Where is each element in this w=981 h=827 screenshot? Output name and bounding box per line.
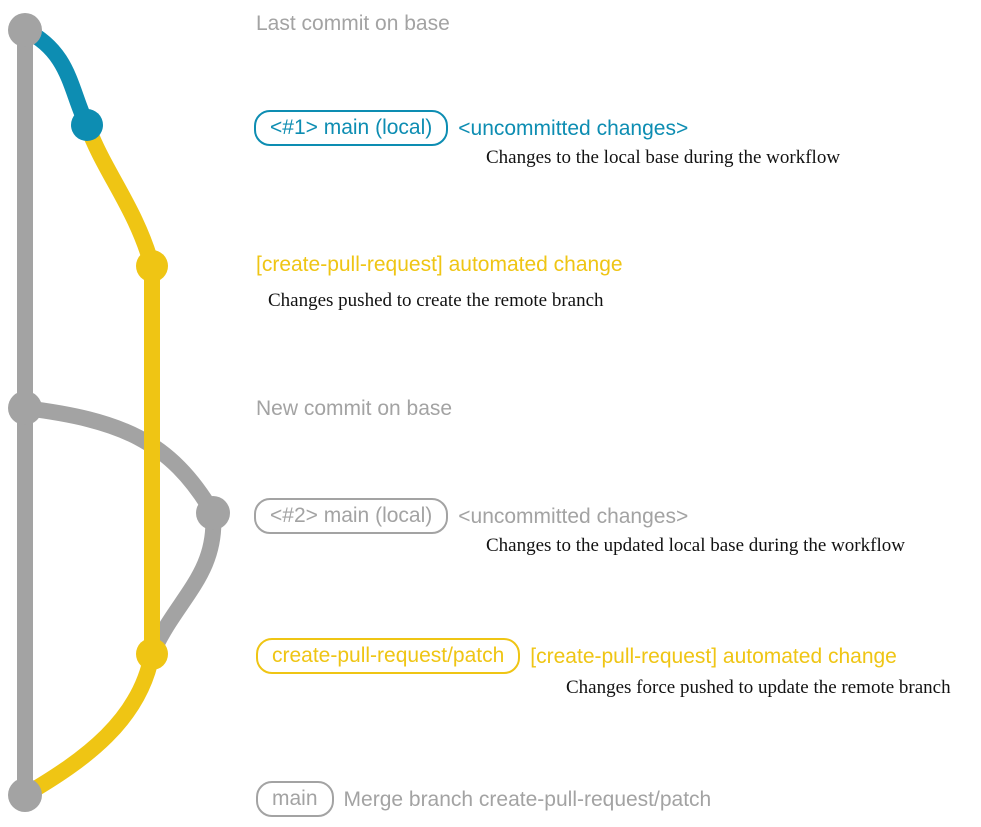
commit-message: Merge branch create-pull-request/patch <box>343 787 712 811</box>
commit-row-patch-1: [create-pull-request] automated change <box>256 254 623 275</box>
commit-note-local-1: Changes to the local base during the wor… <box>486 147 841 168</box>
commit-message: Last commit on base <box>256 12 450 35</box>
commit-message: [create-pull-request] automated change <box>256 253 623 276</box>
commit-message: <uncommitted changes> <box>458 116 689 140</box>
commit-note-local-2: Changes to the updated local base during… <box>486 535 905 556</box>
node-patch-2 <box>136 638 168 670</box>
node-merge <box>8 778 42 812</box>
edge-base-to-rebased-local <box>17 400 221 521</box>
node-local-2 <box>196 496 230 530</box>
node-base-new <box>8 391 42 425</box>
node-patch-1 <box>136 250 168 282</box>
commit-note-patch-2: Changes force pushed to update the remot… <box>566 677 951 698</box>
ref-badge-main[interactable]: main <box>256 781 334 817</box>
ref-badge-patch-branch[interactable]: create-pull-request/patch <box>256 638 521 674</box>
commit-row-local-1: <#1> main (local) <uncommitted changes> <box>254 110 688 146</box>
commit-row-base-new: New commit on base <box>256 398 452 419</box>
commit-note-patch-1: Changes pushed to create the remote bran… <box>268 290 604 311</box>
edge-local1-to-patch1 <box>79 117 160 274</box>
commit-message: New commit on base <box>256 397 453 420</box>
edge-patch2-to-merge <box>17 646 160 803</box>
commit-message: [create-pull-request] automated change <box>530 644 897 668</box>
ref-badge-local-2[interactable]: <#2> main (local) <box>254 498 449 534</box>
commit-row-merge: main Merge branch create-pull-request/pa… <box>256 781 711 817</box>
ref-badge-local-1[interactable]: <#1> main (local) <box>254 110 449 146</box>
commit-row-local-2: <#2> main (local) <uncommitted changes> <box>254 498 688 534</box>
node-base-last <box>8 13 42 47</box>
commit-row-patch-2: create-pull-request/patch [create-pull-r… <box>256 638 897 674</box>
edge-rebased-local-to-patch2 <box>144 505 222 662</box>
commit-row-base-last: Last commit on base <box>256 13 450 34</box>
node-local-1 <box>71 109 103 141</box>
commit-message: <uncommitted changes> <box>458 504 689 528</box>
